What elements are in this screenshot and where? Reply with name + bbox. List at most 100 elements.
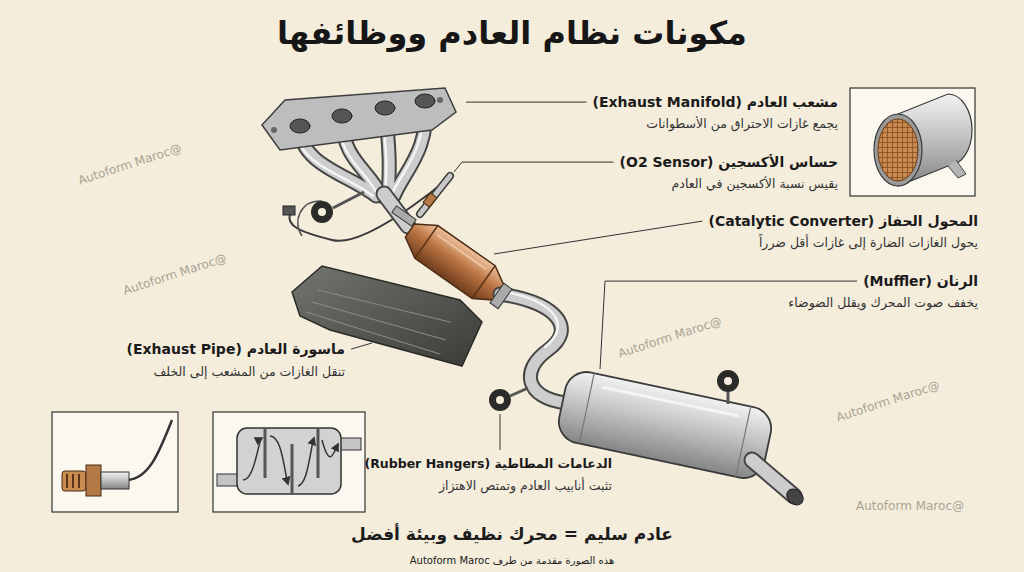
catalyst-inset	[874, 114, 922, 186]
exhaust-manifold	[437, 97, 443, 103]
rubber-hanger	[311, 201, 333, 223]
rubber-hanger	[717, 370, 739, 404]
o2-sensor	[420, 176, 450, 214]
rubber-hanger	[724, 377, 732, 385]
catalyst-inset	[948, 160, 966, 178]
part-function-box: تنقل الغازات من المشعب إلى الخلف	[153, 364, 345, 380]
muffler-inset	[213, 412, 365, 512]
rubber-hanger	[717, 370, 739, 392]
watermark-box: @Autoform Maroc	[121, 251, 229, 299]
part-function-box: تثبت أنابيب العادم وتمتص الاهتزاز	[439, 478, 612, 494]
rubber-hanger	[489, 388, 528, 411]
o2-sensor	[420, 176, 450, 214]
exhaust-manifold	[375, 101, 395, 115]
muffler-inset	[213, 412, 365, 512]
caption-box: عادم سليم = محرك نظيف وبيئة أفضل	[0, 524, 1024, 544]
rubber-hanger	[318, 208, 326, 216]
muffler-inset	[265, 428, 318, 494]
part-function-box: يخفف صوت المحرك ويقلل الضوضاء	[788, 295, 978, 311]
exhaust-manifold	[332, 109, 352, 123]
leader-line	[454, 162, 614, 172]
title: مكونات نظام العادم ووظائفها	[0, 14, 1024, 52]
watermark: @Autoform Maroc	[616, 314, 724, 362]
exhaust-manifold	[415, 94, 435, 108]
watermark-box: @Autoform Maroc	[856, 499, 964, 515]
muffler	[602, 387, 739, 416]
tail-pipe	[752, 460, 806, 508]
exhaust-manifold	[262, 88, 456, 226]
catalytic-converter	[437, 235, 486, 269]
watermark-box: @Autoform Maroc	[616, 314, 724, 362]
o2-sensor-inset	[101, 472, 129, 489]
part-function: تثبت أنابيب العادم وتمتص الاهتزاز	[439, 478, 612, 494]
part-name-box: مشعب العادم (Exhaust Manifold)	[593, 93, 838, 111]
catalytic-converter	[415, 226, 495, 299]
wire-connector	[283, 206, 295, 215]
exhaust-pipe	[500, 294, 566, 403]
part-name-box: الدعامات المطاطية (Rubber Hangers)	[365, 456, 613, 472]
part-name: حساس الأكسجين (O2 Sensor)	[620, 153, 838, 171]
o2-sensor	[420, 176, 450, 214]
part-name-box: الرنان (Muffler)	[863, 272, 978, 290]
muffler-inset	[243, 438, 262, 480]
tail-pipe	[752, 460, 794, 496]
title-box: مكونات نظام العادم ووظائفها	[0, 14, 1024, 52]
part-function: يخفف صوت المحرك ويقلل الضوضاء	[788, 295, 978, 311]
leader-line	[466, 102, 587, 103]
exhaust-manifold	[262, 88, 456, 150]
muffler-inset	[270, 436, 288, 484]
exhaust-pipe	[490, 283, 566, 403]
rubber-hanger	[489, 389, 511, 411]
muffler-inset	[298, 438, 314, 486]
o2-sensor-inset	[52, 412, 178, 512]
exhaust-manifold	[392, 206, 416, 226]
part-function-box: يحول الغازات الضارة إلى غازات أقل ضرراً	[759, 235, 978, 251]
exhaust-pipe	[500, 291, 558, 347]
catalyst-inset	[850, 88, 975, 196]
exhaust-manifold	[271, 127, 277, 133]
leader-line	[494, 221, 703, 254]
part-function: يجمع غازات الاحتراق من الأسطوانات	[646, 116, 838, 132]
part-name: الرنان (Muffler)	[863, 272, 978, 290]
part-name-box: المحول الحفاز (Catalytic Converter)	[709, 212, 978, 230]
part-name-box: ماسورة العادم (Exhaust Pipe)	[127, 340, 345, 358]
credit-note-box: هذه الصورة مقدمة من طرف Autoform Maroc	[410, 554, 615, 567]
o2-sensor-inset	[67, 474, 79, 488]
part-function: يقيس نسبة الأكسجين في العادم	[672, 176, 838, 192]
rubber-hanger	[298, 192, 364, 236]
part-name-box: حساس الأكسجين (O2 Sensor)	[620, 153, 838, 171]
part-function: تنقل الغازات من المشعب إلى الخلف	[153, 364, 345, 380]
muffler-inset	[322, 440, 338, 457]
o2-sensor	[423, 193, 437, 207]
part-name: مشعب العادم (Exhaust Manifold)	[593, 93, 838, 111]
part-name: الدعامات المطاطية (Rubber Hangers)	[365, 456, 613, 472]
muffler-inset	[217, 474, 239, 486]
watermark: @Autoform Maroc	[856, 499, 964, 515]
leader-line	[351, 343, 372, 349]
muffler-inset	[339, 438, 361, 450]
credit-note: هذه الصورة مقدمة من طرف Autoform Maroc	[410, 554, 615, 567]
muffler-inset	[237, 428, 341, 494]
watermark: @Autoform Maroc	[834, 378, 942, 426]
o2-sensor-inset	[128, 420, 172, 480]
watermark: @Autoform Maroc	[121, 251, 229, 299]
part-name: ماسورة العادم (Exhaust Pipe)	[127, 340, 345, 358]
o2-sensor-inset	[52, 412, 178, 512]
leader-lines	[351, 102, 857, 450]
caption: عادم سليم = محرك نظيف وبيئة أفضل	[0, 524, 1024, 544]
part-function-box: يقيس نسبة الأكسجين في العادم	[672, 176, 838, 192]
watermark-box: @Autoform Maroc	[76, 141, 184, 189]
rubber-hanger	[496, 396, 504, 404]
exhaust-pipe	[500, 294, 566, 403]
rubber-hanger	[510, 388, 528, 396]
leader-line	[500, 414, 501, 450]
o2-sensor-inset	[86, 465, 101, 496]
exhaust-manifold	[290, 119, 310, 133]
part-name: المحول الحفاز (Catalytic Converter)	[709, 212, 978, 230]
tail-pipe	[752, 460, 794, 496]
catalyst-inset	[850, 88, 975, 196]
o2-sensor-inset	[62, 471, 86, 491]
